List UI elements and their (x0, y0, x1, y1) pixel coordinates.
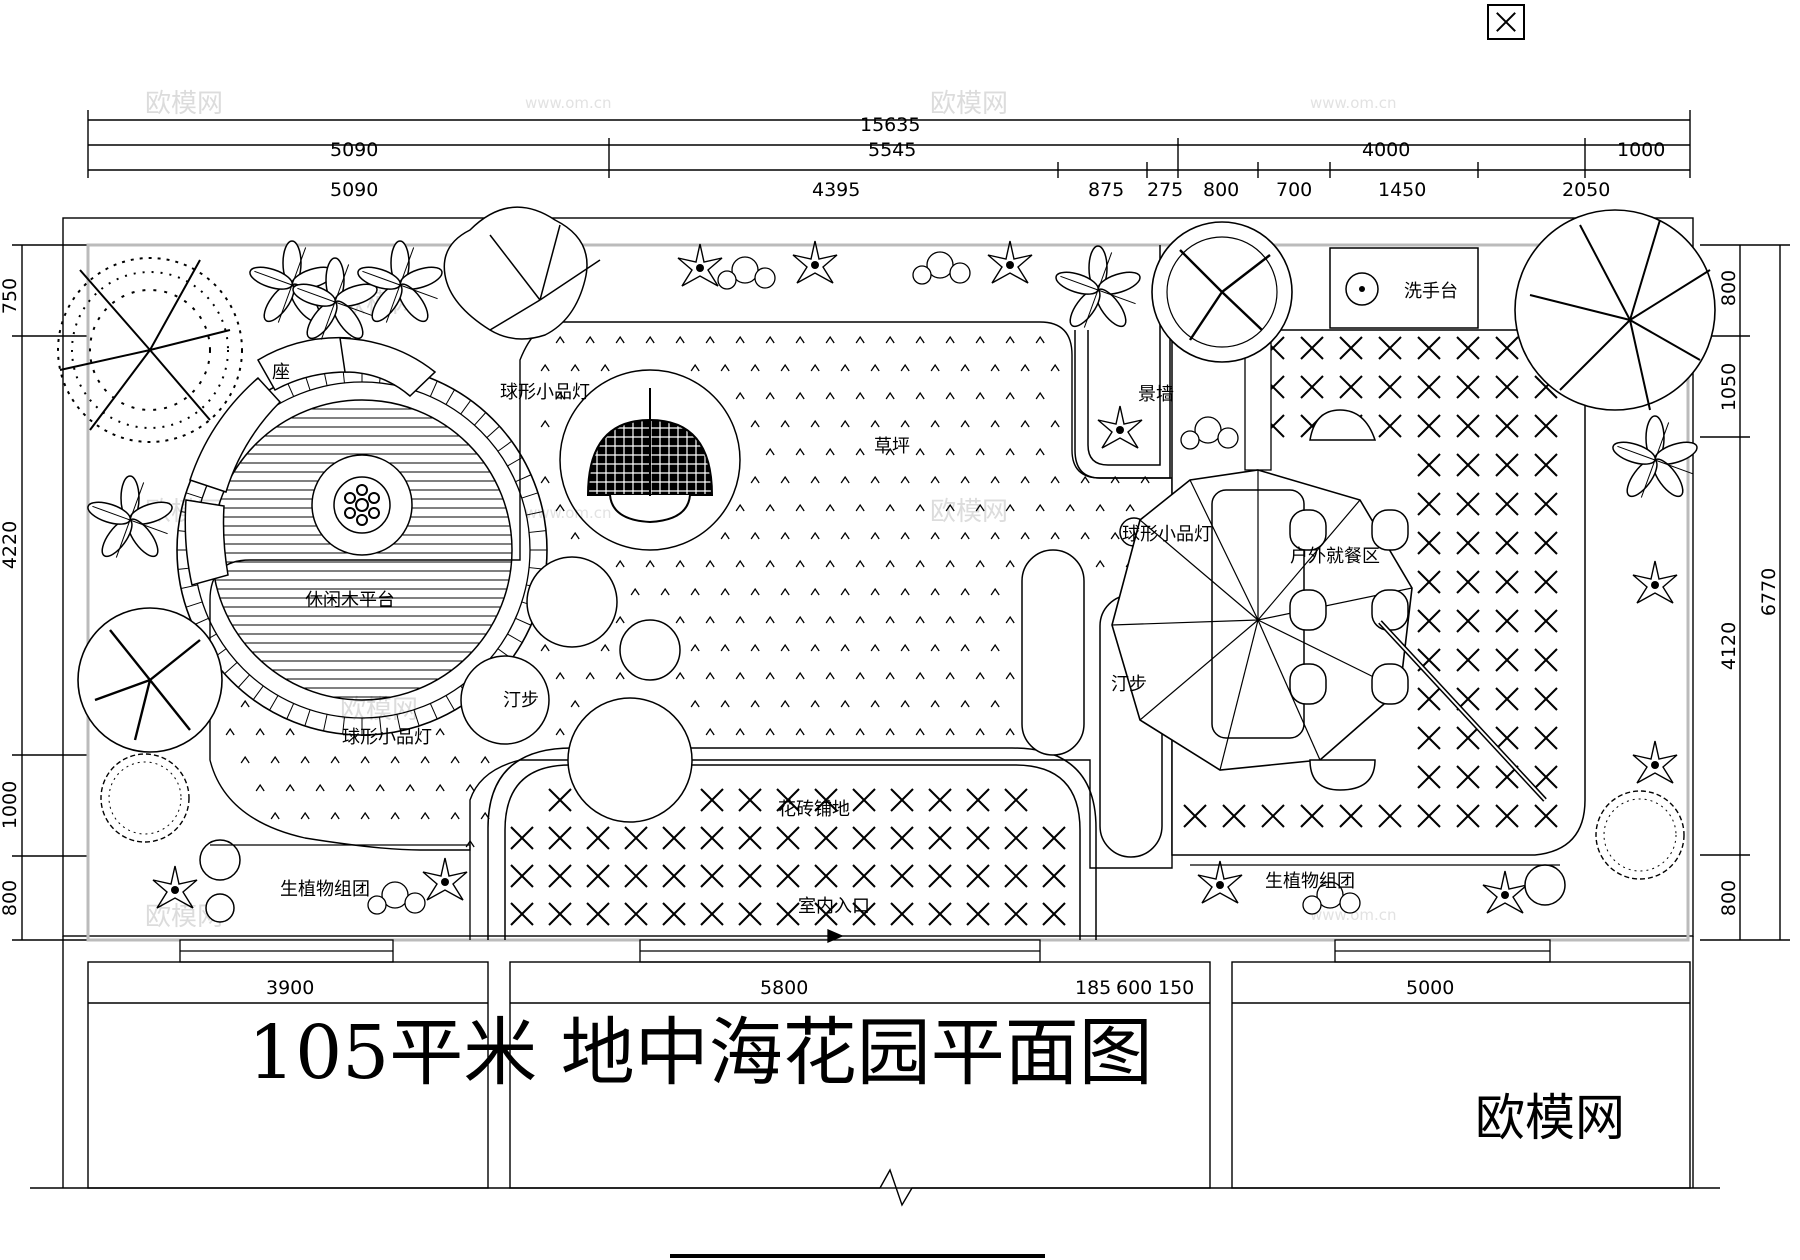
dim-label: 5090 (330, 139, 378, 161)
plan-labels: 座 球形小品灯 草坪 景墙 球形小品灯 休闲木平台 汀步 汀步 球形小品灯 花砖… (272, 362, 1355, 917)
succulent-icon (1632, 560, 1678, 604)
dim-label: 750 (0, 278, 21, 314)
succulent-icon (1632, 740, 1678, 784)
succulent-icon (422, 857, 468, 901)
dim-label: 150 (1158, 977, 1194, 999)
planting-group-label: 生植物组团 (280, 879, 370, 900)
dim-label: 4395 (812, 179, 860, 201)
dim-label: 5800 (760, 977, 808, 999)
bush-icon (100, 753, 190, 843)
side-dimension-lines (12, 244, 1790, 941)
stepping-stone-label: 汀步 (1111, 674, 1147, 695)
dim-total-width: 15635 (860, 114, 920, 136)
tree-icon (57, 257, 243, 443)
dim-label: 875 (1088, 179, 1124, 201)
ball-lamp-label: 球形小品灯 (1122, 524, 1212, 545)
shrub-icon (912, 251, 971, 285)
watermark-brand: 欧模网 (145, 89, 223, 119)
watermark-site: www.om.cn (1310, 906, 1397, 924)
dim-label: 5090 (330, 179, 378, 201)
shrub-icon (717, 256, 776, 290)
dim-label: 2050 (1562, 179, 1610, 201)
dim-label: 5000 (1406, 977, 1454, 999)
top-dimension-text: 15635 5090 5545 4000 1000 5090 4395 875 … (330, 114, 1665, 201)
dim-label: 1450 (1378, 179, 1426, 201)
brand-logo: 欧模网 (1475, 1089, 1625, 1147)
stepping-stone-label: 汀步 (503, 690, 539, 711)
tree-icon (77, 607, 223, 753)
dim-label: 800 (1718, 270, 1740, 306)
tree-icon (1514, 209, 1716, 411)
watermark-site: www.om.cn (1310, 94, 1397, 112)
ball-lamp-label: 球形小品灯 (500, 382, 590, 403)
dim-label: 1000 (1617, 139, 1665, 161)
succulent-icon (1482, 870, 1528, 914)
entrance-label: 室内入口 (798, 896, 870, 917)
dim-label: 600 (1116, 977, 1152, 999)
shrub-icon (367, 881, 426, 915)
curved-seat (184, 336, 437, 586)
succulent-icon (677, 243, 723, 287)
outdoor-dining-label: 户外就餐区 (1290, 546, 1380, 567)
dim-label: 4120 (1718, 622, 1740, 670)
dim-label: 700 (1276, 179, 1312, 201)
palm-icon (1609, 415, 1701, 502)
palm-icon (84, 475, 176, 562)
feature-wall-label: 景墙 (1138, 384, 1174, 405)
succulent-icon (987, 240, 1033, 284)
dim-label: 1050 (1718, 363, 1740, 411)
trees-and-planting (57, 206, 1716, 923)
dim-label: 800 (0, 880, 21, 916)
top-dimension-lines (87, 110, 1691, 178)
dining-set: 户外就餐区 (1111, 409, 1547, 802)
palm-icon (1052, 245, 1144, 332)
dim-total-height: 6770 (1758, 568, 1780, 616)
dim-label: 4220 (0, 521, 21, 569)
dim-label: 800 (1203, 179, 1239, 201)
lawn-label: 草坪 (874, 436, 910, 457)
bottom-paving (487, 747, 1097, 940)
shrub-icon (1524, 864, 1566, 906)
succulent-icon (1097, 405, 1143, 449)
planting-beds (210, 844, 1560, 940)
wash-basin: 洗手台 (1329, 247, 1479, 329)
bush-icon (1595, 790, 1685, 880)
dim-label: 4000 (1362, 139, 1410, 161)
dim-label: 800 (1718, 880, 1740, 916)
wash-basin-label: 洗手台 (1404, 281, 1458, 302)
tree-icon (1151, 221, 1293, 363)
succulent-icon (1197, 860, 1243, 904)
drawing-title: 105平米 地中海花园平面图 (248, 1010, 1153, 1096)
close-icon[interactable] (1487, 4, 1525, 40)
shrub-icon (205, 893, 235, 923)
dim-label: 185 (1075, 977, 1111, 999)
door-thresholds (179, 929, 1551, 963)
side-dimension-text: 750 4220 1000 800 800 1050 4120 800 6770 (0, 270, 1780, 916)
dim-label: 275 (1147, 179, 1183, 201)
watermark-brand: 欧模网 (930, 89, 1008, 119)
shrub-icon (199, 839, 241, 881)
watermark-site: www.om.cn (525, 94, 612, 112)
building-outline (30, 936, 1720, 1207)
dim-label: 1000 (0, 781, 21, 829)
deck-label: 休闲木平台 (305, 590, 395, 611)
bottom-dimension-text: 3900 5800 185 600 150 5000 (266, 977, 1454, 999)
succulent-icon (792, 240, 838, 284)
dim-label: 5545 (868, 139, 916, 161)
watermark-brand: 欧模网 (930, 497, 1008, 527)
fire-pit-icon (344, 484, 380, 526)
seat-label: 座 (272, 362, 290, 383)
tree-icon (443, 206, 601, 340)
watermark-site: www.om.cn (525, 504, 612, 522)
dim-label: 3900 (266, 977, 314, 999)
ball-lamp-label: 球形小品灯 (342, 727, 432, 748)
paving-label: 花砖铺地 (778, 799, 850, 820)
planting-group-label: 生植物组团 (1265, 871, 1355, 892)
